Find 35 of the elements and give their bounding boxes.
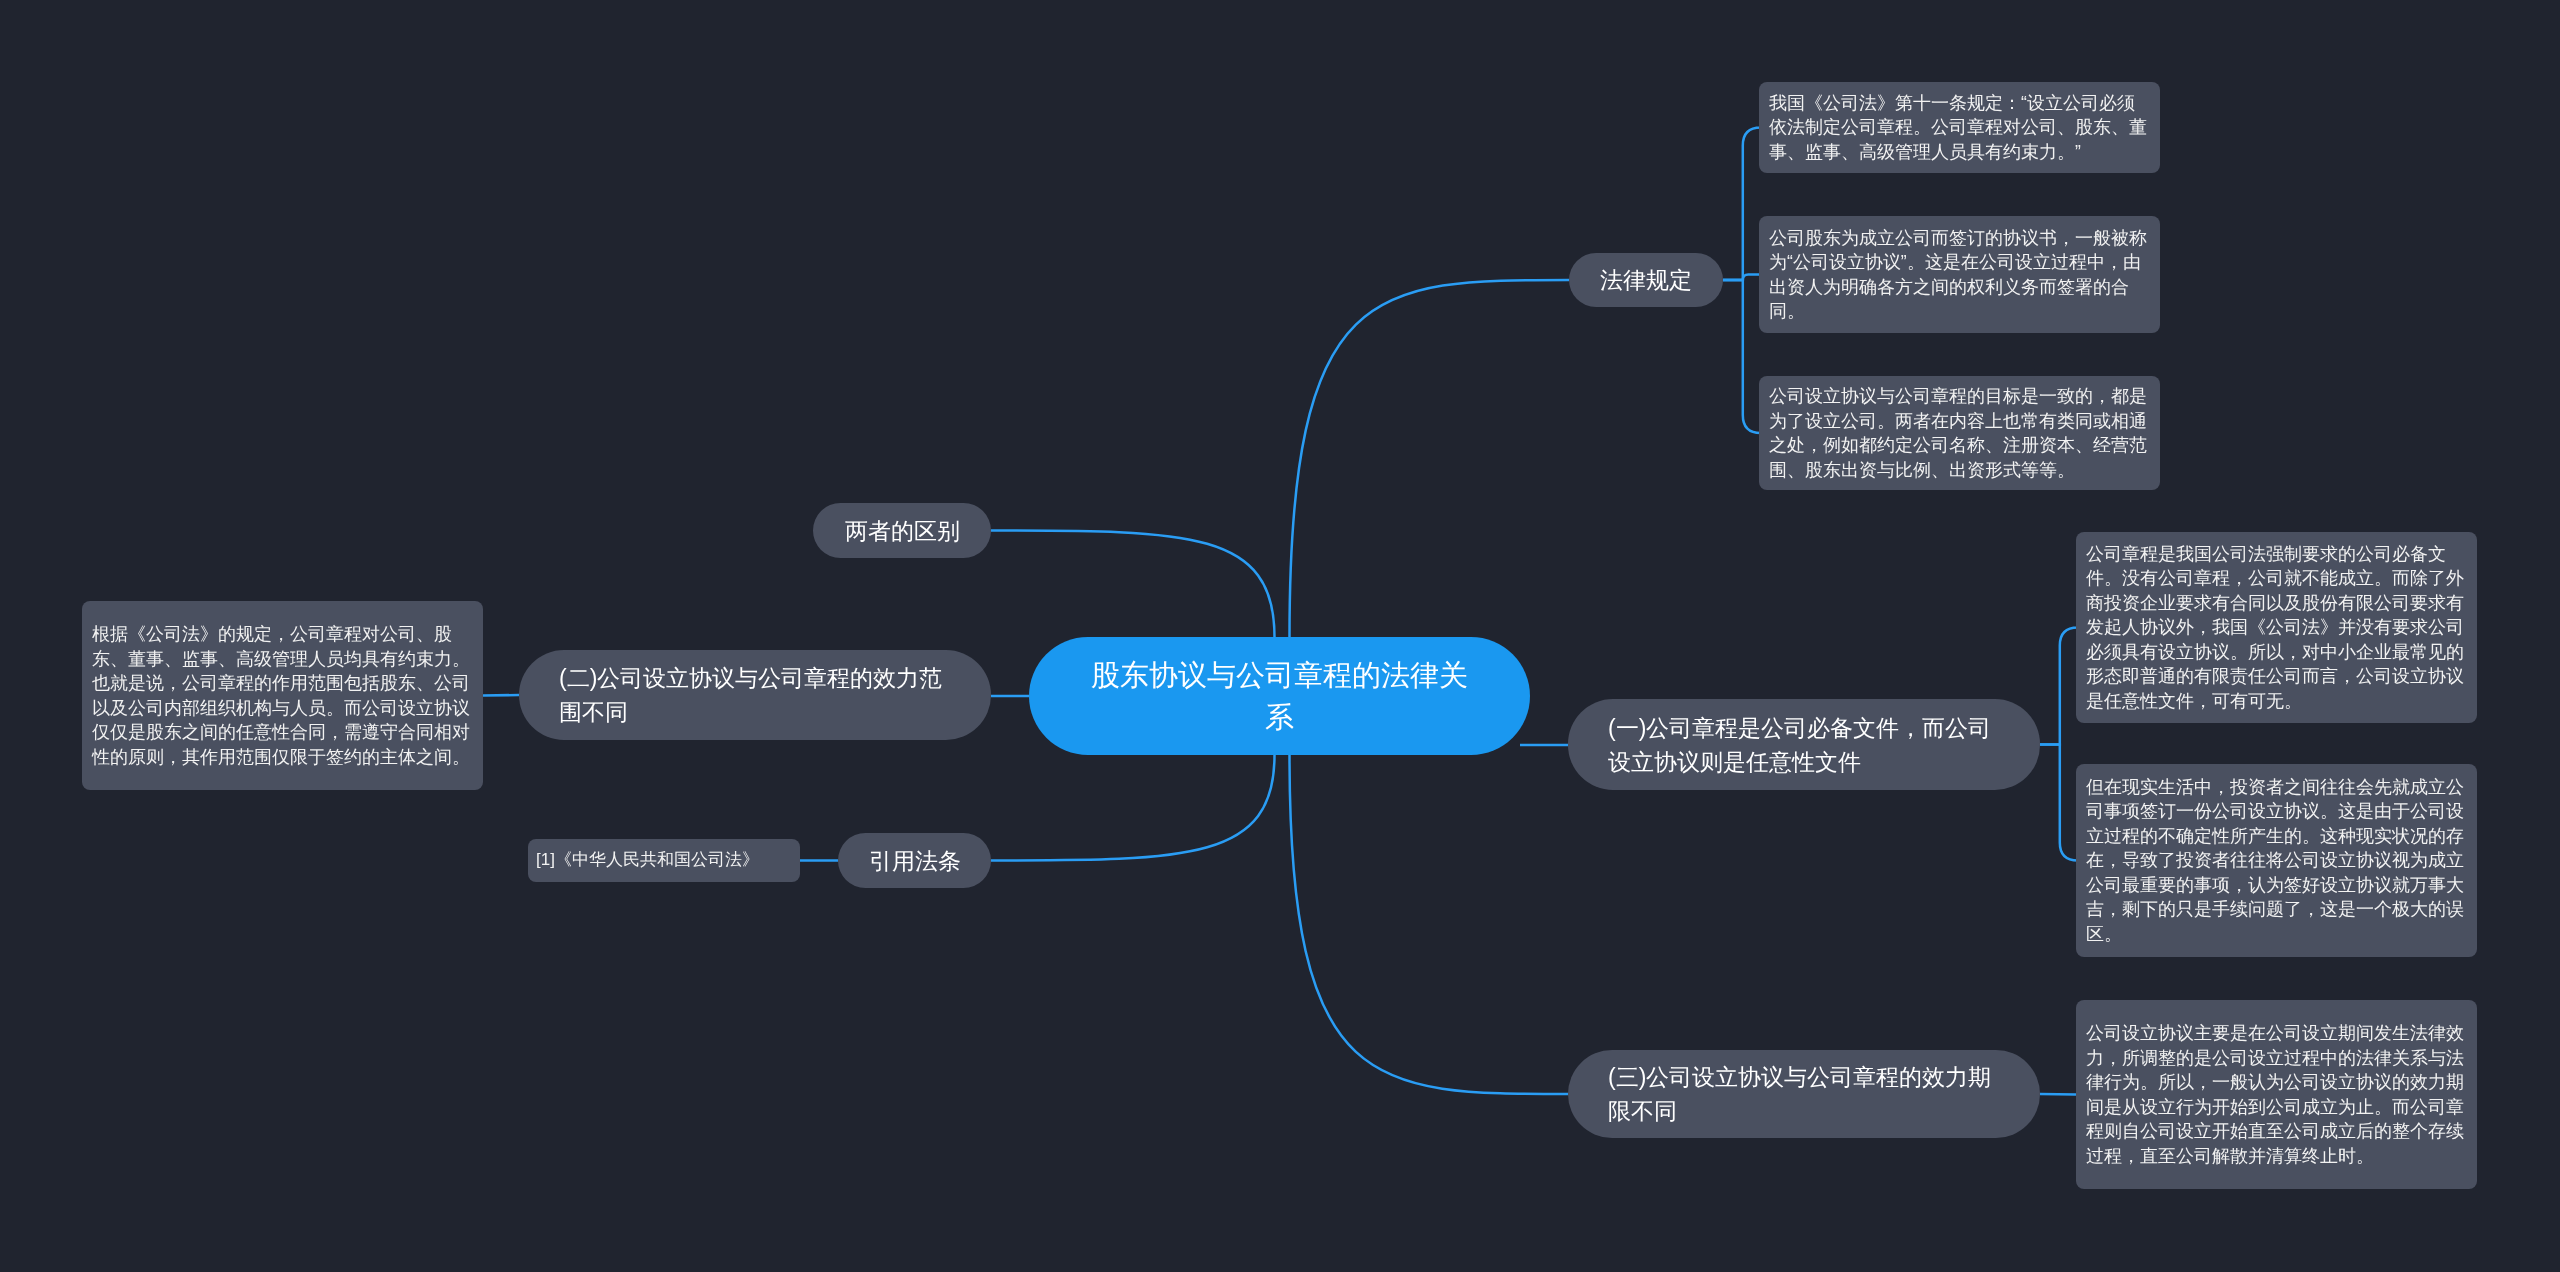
note-text: 根据《公司法》的规定，公司章程对公司、股东、董事、监事、高级管理人员均具有约束力。也就是说，公司章程的作用范围包括股东、公司以及公司内部组织机构与人员。而公司设立协议仅仅是股东之间的任意性合同，需遵守合同相对性的原则，其作用范围仅限于签约的主体之间。 — [92, 623, 471, 769]
connector-line — [991, 694, 1029, 698]
topic-label: (三)公司设立协议与公司章程的效力期限不同 — [1608, 1063, 1993, 1126]
topic-label: 引用法条 — [868, 846, 961, 876]
note-card — [528, 839, 800, 882]
connector-line — [1288, 278, 1569, 638]
note-text: 公司股东为成立公司而签订的协议书，一般被称为“公司设立协议”。这是在公司设立过程中，由出资人为明确各方之间的权利义务而签署的合同。 — [1769, 226, 2148, 323]
note-card — [2076, 532, 2477, 723]
topic-label: (二)公司设立协议与公司章程的效力范围不同 — [559, 664, 944, 727]
branch-topic — [813, 503, 991, 558]
topic-label: 两者的区别 — [844, 516, 960, 546]
connector-line — [2040, 1092, 2076, 1096]
note-text: 我国《公司法》第十一条规定：“设立公司必须依法制定公司章程。公司章程对公司、股东、董事、监事、高级管理人员具有约束力。” — [1769, 91, 2148, 164]
note-text: 公司章程是我国公司法强制要求的公司必备文件。没有公司章程，公司就不能成立。而除了外商投资企业要求有合同以及股份有限公司要求有发起人协议外，我国《公司法》并没有要求公司必须具有设立协议。所以，对中小企业最常见的形态即普通的有限责任公司而言，公司设立协议是任意性文件，可有可无。 — [2086, 542, 2465, 713]
note-text: 但在现实生活中，投资者之间往往会先就成立公司事项签订一份公司设立协议。这是由于公司设立过程的不确定性所产生的。这种现实状况的存在，导致了投资者往往将公司设立协议视为成立公司最重要的事项，认为签好设立协议就万事大吉，剩下的只是手续问题了，这是一个极大的误区。 — [2086, 775, 2465, 946]
note-card — [82, 601, 483, 790]
connector-line — [1288, 754, 1568, 1096]
branch-topic — [1569, 253, 1723, 307]
note-text: 公司设立协议主要是在公司设立期间发生法律效力，所调整的是公司设立过程中的法律关系与法律行为。所以，一般认为公司设立协议的效力期间是从设立行为开始到公司成立为止。而公司章程则自公司设立开始直至公司成立后的整个存续过程，直至公司解散并清算终止时。 — [2086, 1022, 2465, 1168]
note-card — [2076, 764, 2477, 957]
note-text: 公司设立协议与公司章程的目标是一致的，都是为了设立公司。两者在内容上也常有类同或相通之处，例如都约定公司名称、注册资本、经营范围、股东出资与比例、出资形式等等。 — [1769, 385, 2148, 482]
branch-topic — [838, 833, 991, 888]
note-card — [1759, 376, 2160, 490]
topic-label: 法律规定 — [1600, 266, 1692, 295]
connector-line — [991, 754, 1276, 862]
note-card — [1759, 82, 2160, 173]
connector-line — [800, 859, 838, 862]
note-text: [1]《中华人民共和国公司法》 — [536, 849, 759, 872]
topic-title: 股东协议与公司章程的法律关系 — [1090, 658, 1469, 735]
topic-label: (一)公司章程是公司必备文件，而公司设立协议则是任意性文件 — [1608, 713, 1993, 777]
note-card — [2076, 1000, 2477, 1189]
connector-line — [991, 529, 1276, 638]
connector-line — [483, 693, 519, 697]
note-card — [1759, 216, 2160, 333]
connector-line — [1520, 743, 1568, 747]
